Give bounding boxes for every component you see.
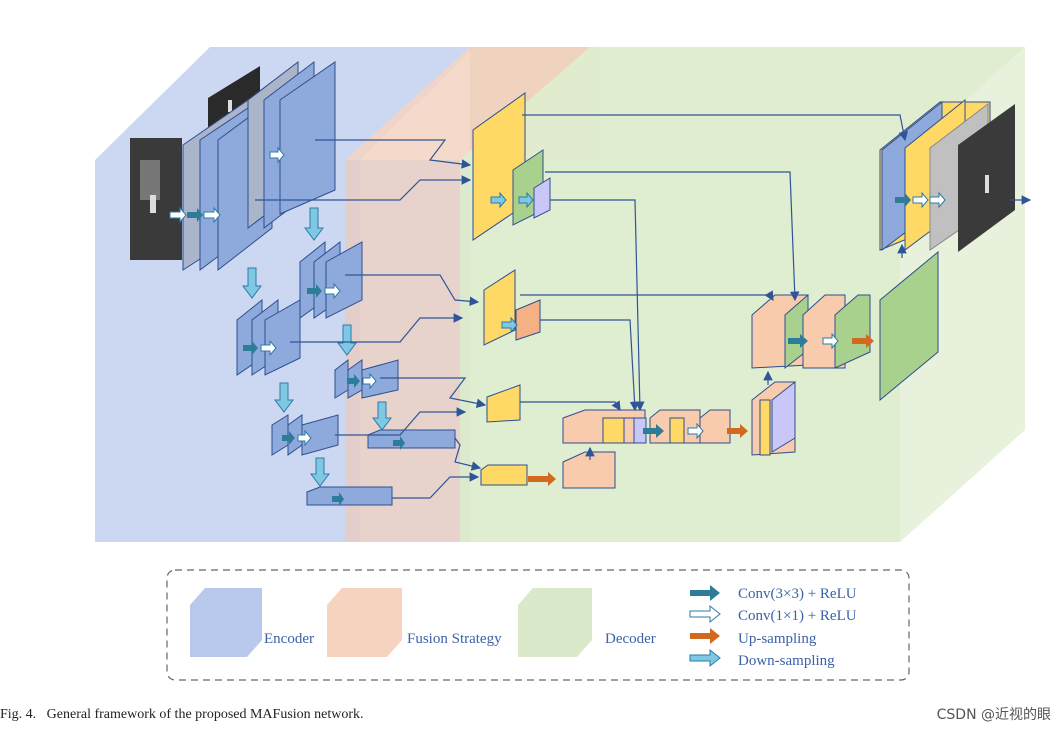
legend-encoder-swatch (190, 588, 262, 657)
down-sampling-arrows (242, 207, 392, 487)
legend-box: Encoder Fusion Strategy Decoder Conv(3×3… (166, 569, 910, 681)
legend-downsampling-arrow-icon (689, 648, 721, 668)
encoder-level-2 (236, 240, 363, 376)
conv-arrows-encoder (169, 146, 405, 506)
legend-conv3-label: Conv(3×3) + ReLU (738, 586, 857, 602)
connection-lines (255, 114, 1032, 499)
conv-arrows-decoder (490, 191, 946, 486)
encoder-level-1 (182, 60, 336, 272)
legend-decoder-swatch (518, 588, 592, 657)
decoder-blocks (562, 98, 1015, 489)
legend-conv1-arrow-icon (689, 604, 721, 624)
legend-fusion-swatch (327, 588, 402, 657)
figure-caption: Fig. 4. General framework of the propose… (0, 707, 364, 722)
fusion-blocks (472, 92, 551, 486)
legend-conv3-arrow-icon (690, 585, 720, 601)
input-image-infrared (130, 138, 182, 260)
legend-encoder-label: Encoder (264, 631, 314, 647)
watermark: CSDN @近视的眼 (936, 707, 1051, 723)
legend-upsampling-arrow-icon (690, 628, 720, 644)
legend-upsampling-label: Up-sampling (738, 631, 817, 647)
legend-fusion-label: Fusion Strategy (407, 631, 502, 647)
legend-downsampling-label: Down-sampling (738, 653, 835, 669)
encoder-level-3 (271, 358, 399, 456)
legend-decoder-label: Decoder (605, 631, 656, 647)
legend-conv1-label: Conv(1×1) + ReLU (738, 608, 857, 624)
